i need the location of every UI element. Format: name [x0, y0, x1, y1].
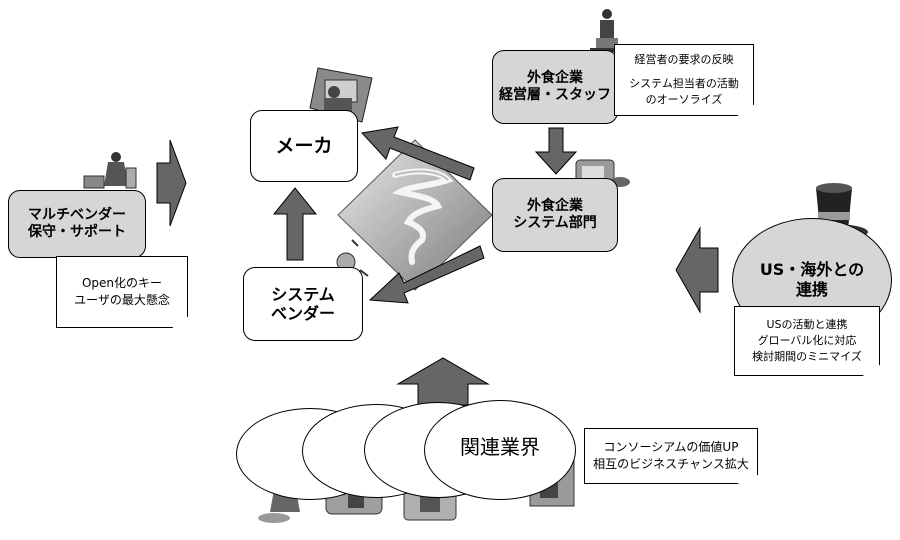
restaurant-management-box: 外食企業 経営層・スタッフ [492, 50, 618, 124]
us-label-line2: 連携 [795, 280, 828, 299]
management-note-line: 経営者の要求の反映 [634, 53, 734, 67]
restaurant-system-label-line1: 外食企業 [527, 198, 583, 215]
multivendor-note-line: ユーザの最大懸念 [74, 293, 170, 307]
arrow-mgmt-to-system [534, 127, 578, 175]
industry-note-line: 相互のビジネスチャンス拡大 [593, 457, 749, 471]
us-note: USの活動と連携 グローバル化に対応 検討期間のミニマイズ [734, 306, 880, 376]
multivendor-label-line1: マルチベンダー [28, 207, 126, 224]
arrow-vendor-to-maker [272, 187, 318, 261]
arrow-multivendor-to-maker [156, 139, 187, 227]
multivendor-note: Open化のキー ユーザの最大懸念 [56, 256, 188, 328]
tornado-diamond-graphic [337, 139, 493, 291]
industry-note-line: コンソーシアムの価値UP [603, 439, 739, 454]
arrow-us-to-restaurant [675, 226, 719, 314]
management-note-line: システム担当者の活動 [629, 77, 739, 91]
restaurant-system-box: 外食企業 システム部門 [492, 178, 618, 252]
maker-box: メーカ [250, 110, 358, 182]
system-vendor-label-line2: ベンダー [270, 304, 335, 323]
restaurant-management-label-line1: 外食企業 [527, 70, 583, 87]
restaurant-management-label-line2: 経営層・スタッフ [499, 87, 611, 103]
management-note: 経営者の要求の反映 システム担当者の活動 のオーソライズ [614, 44, 754, 116]
industry-label: 関連業界 [460, 434, 540, 459]
arrow-system-to-maker [361, 126, 475, 181]
arrow-system-to-vendor [368, 245, 485, 304]
technician-clipart [83, 152, 137, 189]
multivendor-support-box: マルチベンダー 保守・サポート [8, 190, 146, 258]
multivendor-label-line2: 保守・サポート [28, 224, 126, 240]
us-note-line: 検討期間のミニマイズ [752, 349, 862, 363]
restaurant-system-label-line2: システム部門 [513, 215, 597, 231]
system-vendor-label-line1: システム [271, 284, 335, 304]
industry-note: コンソーシアムの価値UP 相互のビジネスチャンス拡大 [584, 428, 758, 484]
us-note-line: グローバル化に対応 [757, 334, 857, 348]
us-label-line1: US・海外との [759, 260, 865, 279]
us-note-line: USの活動と連携 [766, 318, 848, 332]
arrow-industry-to-vendor [396, 357, 490, 406]
system-vendor-box: システム ベンダー [243, 267, 363, 341]
industry-ellipse-main: 関連業界 [424, 400, 576, 500]
multivendor-note-line: Open化のキー [81, 275, 163, 290]
management-note-line: のオーソライズ [645, 92, 723, 106]
maker-label: メーカ [275, 134, 333, 157]
